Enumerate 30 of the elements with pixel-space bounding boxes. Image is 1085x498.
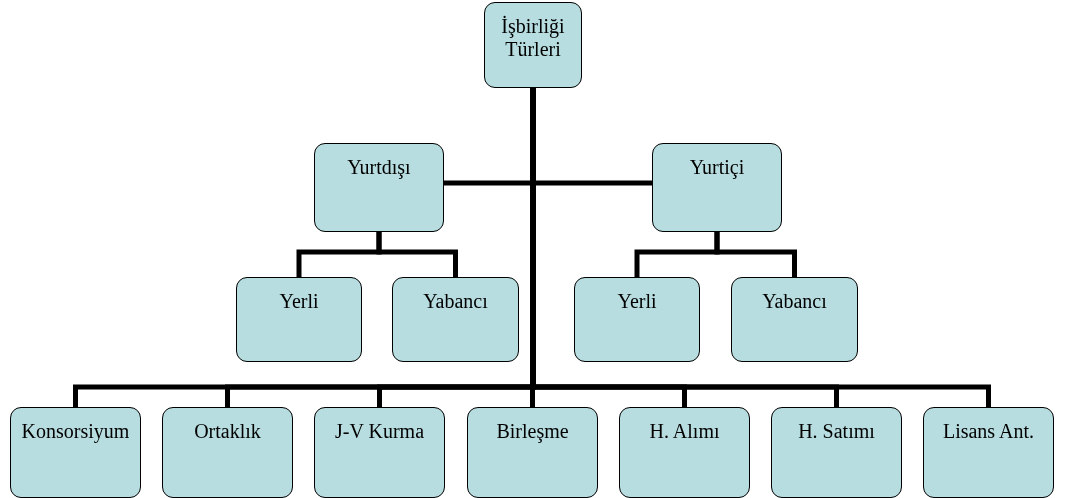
box-label: H. Alımı (649, 420, 720, 443)
box-label: İşbirliği Türleri (500, 15, 566, 61)
box-label: J-V Kurma (334, 420, 425, 443)
org-box (771, 407, 902, 498)
box-label: Yabancı (423, 290, 488, 313)
org-box (574, 277, 700, 362)
org-box (923, 407, 1054, 498)
box-label: Birleşme (496, 420, 569, 443)
org-box (484, 2, 582, 88)
box-label: Ortaklık (194, 420, 261, 443)
org-box (392, 277, 519, 362)
org-box (10, 407, 141, 498)
box-label: Yurtdışı (347, 156, 411, 179)
org-box (619, 407, 750, 498)
box-label: Yabancı (762, 290, 827, 313)
org-box (236, 277, 362, 362)
org-box (652, 143, 782, 232)
box-label: Yerli (279, 290, 319, 313)
org-box (731, 277, 858, 362)
box-label: Yurtiçi (689, 156, 745, 179)
org-box (314, 407, 445, 498)
org-box (314, 143, 444, 232)
box-label: Konsorsiyum (21, 420, 130, 443)
connector-line (376, 232, 458, 277)
box-label: Lisans Ant. (942, 420, 1035, 443)
box-label: Yerli (617, 290, 657, 313)
connector-line (714, 232, 797, 277)
org-box (467, 407, 598, 498)
box-label: H. Satımı (798, 420, 875, 443)
org-box (162, 407, 293, 498)
